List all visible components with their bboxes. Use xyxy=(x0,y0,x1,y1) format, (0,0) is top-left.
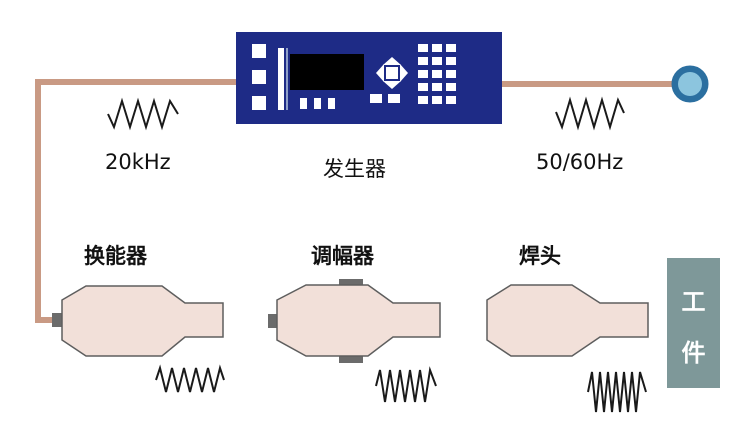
transducer-label: 换能器 xyxy=(84,244,147,268)
power-port-icon xyxy=(671,65,709,103)
horn-label: 焊头 xyxy=(519,244,561,268)
booster-label: 调幅器 xyxy=(311,244,374,268)
horn-icon xyxy=(486,284,649,357)
workpiece-block xyxy=(667,258,720,388)
zigzag-wave-icon xyxy=(587,371,647,413)
workpiece-label-line1: 工 xyxy=(681,288,706,316)
zigzag-wave-icon xyxy=(107,97,179,131)
generator-label: 发生器 xyxy=(323,157,386,181)
workpiece-label-line2: 件 xyxy=(681,339,706,367)
cable-generator-to-transducer xyxy=(35,79,236,323)
input-frequency-label: 20kHz xyxy=(105,150,171,174)
zigzag-wave-icon xyxy=(375,366,437,403)
transducer-icon xyxy=(52,285,224,357)
generator-device-icon xyxy=(236,32,502,124)
booster-icon xyxy=(268,279,441,363)
mains-frequency-label: 50/60Hz xyxy=(536,150,624,174)
zigzag-wave-icon xyxy=(555,96,625,131)
zigzag-wave-icon xyxy=(155,364,225,393)
